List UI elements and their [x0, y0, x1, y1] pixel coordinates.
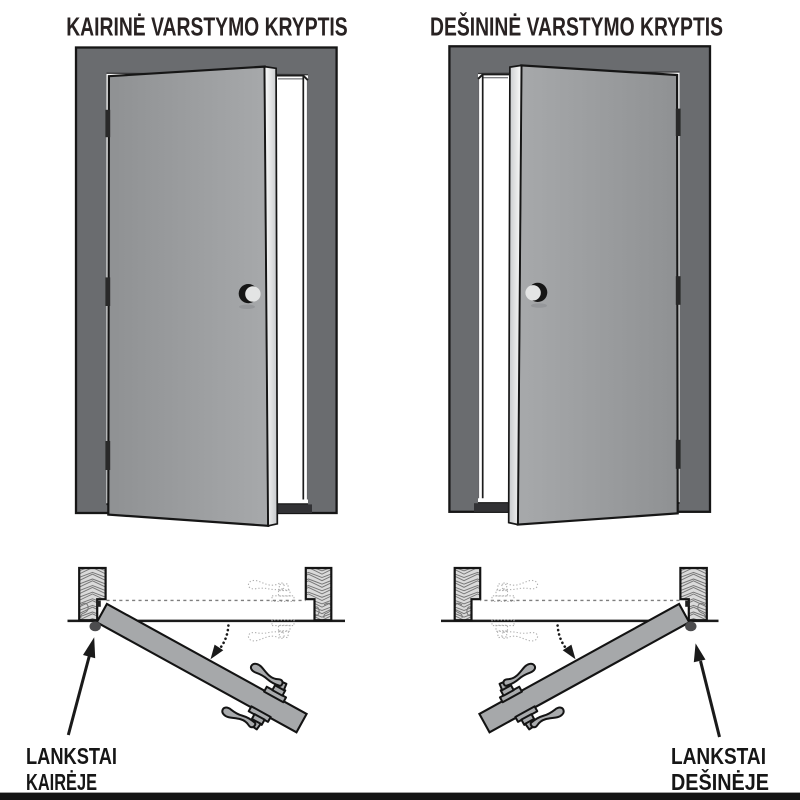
svg-text:LANKSTAI: LANKSTAI [671, 743, 766, 769]
svg-text:DEŠININĖ VARSTYMO KRYPTIS: DEŠININĖ VARSTYMO KRYPTIS [430, 12, 723, 42]
svg-text:KAIRĖJE: KAIRĖJE [26, 769, 97, 795]
svg-text:LANKSTAI: LANKSTAI [26, 743, 117, 769]
svg-text:KAIRINĖ VARSTYMO KRYPTIS: KAIRINĖ VARSTYMO KRYPTIS [66, 12, 348, 42]
svg-text:DEŠINĖJE: DEŠINĖJE [671, 768, 769, 795]
